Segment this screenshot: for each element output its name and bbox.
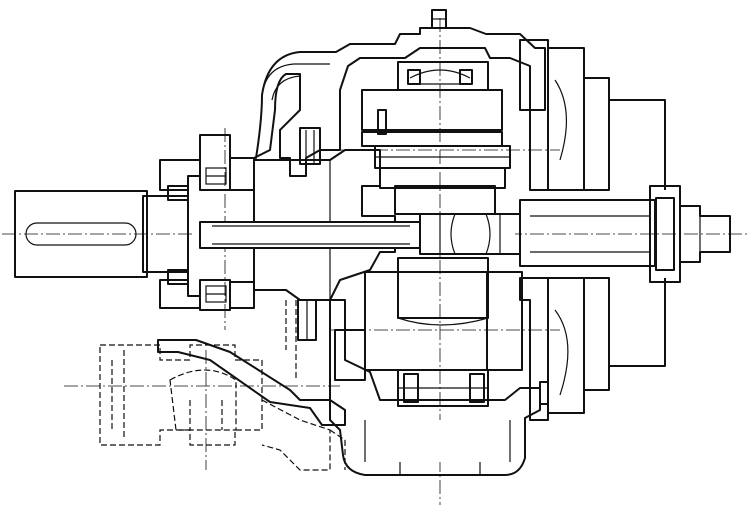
upper-housing — [229, 27, 546, 177]
input-bearing-cover — [159, 134, 255, 311]
sun-shaft — [195, 213, 521, 255]
fasteners — [297, 109, 549, 405]
upper-planet-gears — [361, 9, 511, 215]
dashed-motor-mount — [99, 300, 346, 471]
input-shaft — [14, 190, 189, 278]
output-flange — [519, 77, 731, 391]
lower-planet-gears — [364, 257, 523, 407]
